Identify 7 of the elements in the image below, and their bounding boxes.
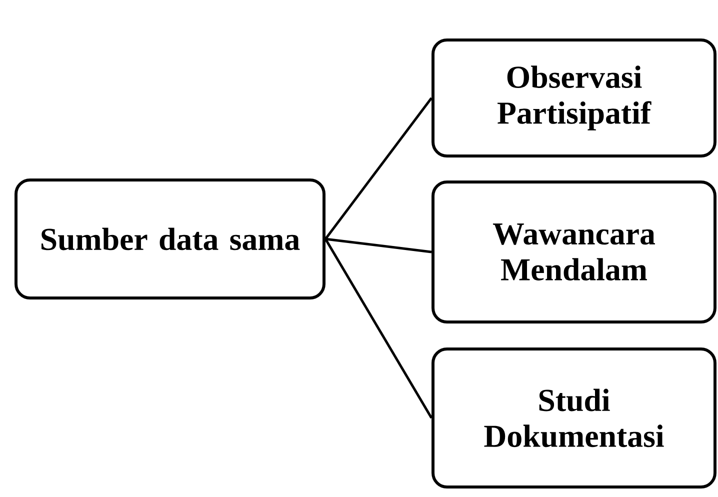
connector-line <box>324 97 432 240</box>
connector-line <box>325 238 432 254</box>
connector-line <box>324 238 433 419</box>
process-box: Studi Dokumentasi <box>432 348 716 488</box>
process-box: Observasi Partisipatif <box>432 38 716 158</box>
process-box: Sumber data sama <box>14 178 326 300</box>
process-box: Wawancara Mendalam <box>432 180 716 324</box>
